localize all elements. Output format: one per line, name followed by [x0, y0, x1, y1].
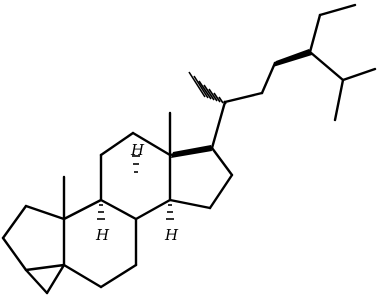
- bond-a-1: [24, 204, 66, 221]
- side-chain: [210, 3, 377, 150]
- hashed-h-c14: [166, 204, 174, 220]
- ring-a: [1, 204, 66, 295]
- bond-b-1: [62, 198, 103, 221]
- bond-sidechain-1: [210, 100, 227, 150]
- hashed-h-c8: [132, 155, 140, 173]
- hydrogen-label-c9: H: [95, 226, 110, 244]
- bond-a-2: [1, 204, 28, 240]
- ring-d: [168, 146, 234, 210]
- bond-sidechain-2: [223, 91, 264, 104]
- hashed-h-c9: [97, 204, 105, 220]
- bond-isopropyl-3: [333, 78, 345, 122]
- bond-d-3: [208, 173, 234, 210]
- bond-c-4: [99, 198, 138, 221]
- wedge-ethyl-bond: [273, 49, 312, 67]
- hydrogen-label-c14: H: [164, 226, 179, 244]
- wedge-c17-bond: [171, 145, 212, 158]
- bond-cyclopropane-2: [45, 263, 66, 295]
- bond-a-3: [1, 236, 28, 272]
- hydrogen-label-c8: H: [130, 141, 145, 159]
- bond-c-5: [134, 198, 172, 221]
- bond-c-2: [99, 131, 135, 157]
- ring-c: [99, 131, 172, 221]
- hashed-methyl-bond: [188, 71, 227, 105]
- bond-b-3: [62, 263, 103, 289]
- bond-d-2: [210, 146, 234, 177]
- bond-d-4: [168, 198, 212, 210]
- ring-b: [62, 198, 138, 289]
- bond-sidechain-3: [260, 61, 277, 95]
- bond-c-1: [131, 131, 172, 157]
- bond-ethyl-2: [318, 3, 357, 17]
- bond-ethyl-1: [308, 13, 322, 54]
- bond-b-4: [99, 263, 138, 289]
- bond-a-4: [24, 263, 66, 272]
- bond-isopropyl-1: [308, 50, 345, 82]
- bond-isopropyl-2: [341, 67, 377, 82]
- bond-cyclopropane-1: [24, 268, 49, 295]
